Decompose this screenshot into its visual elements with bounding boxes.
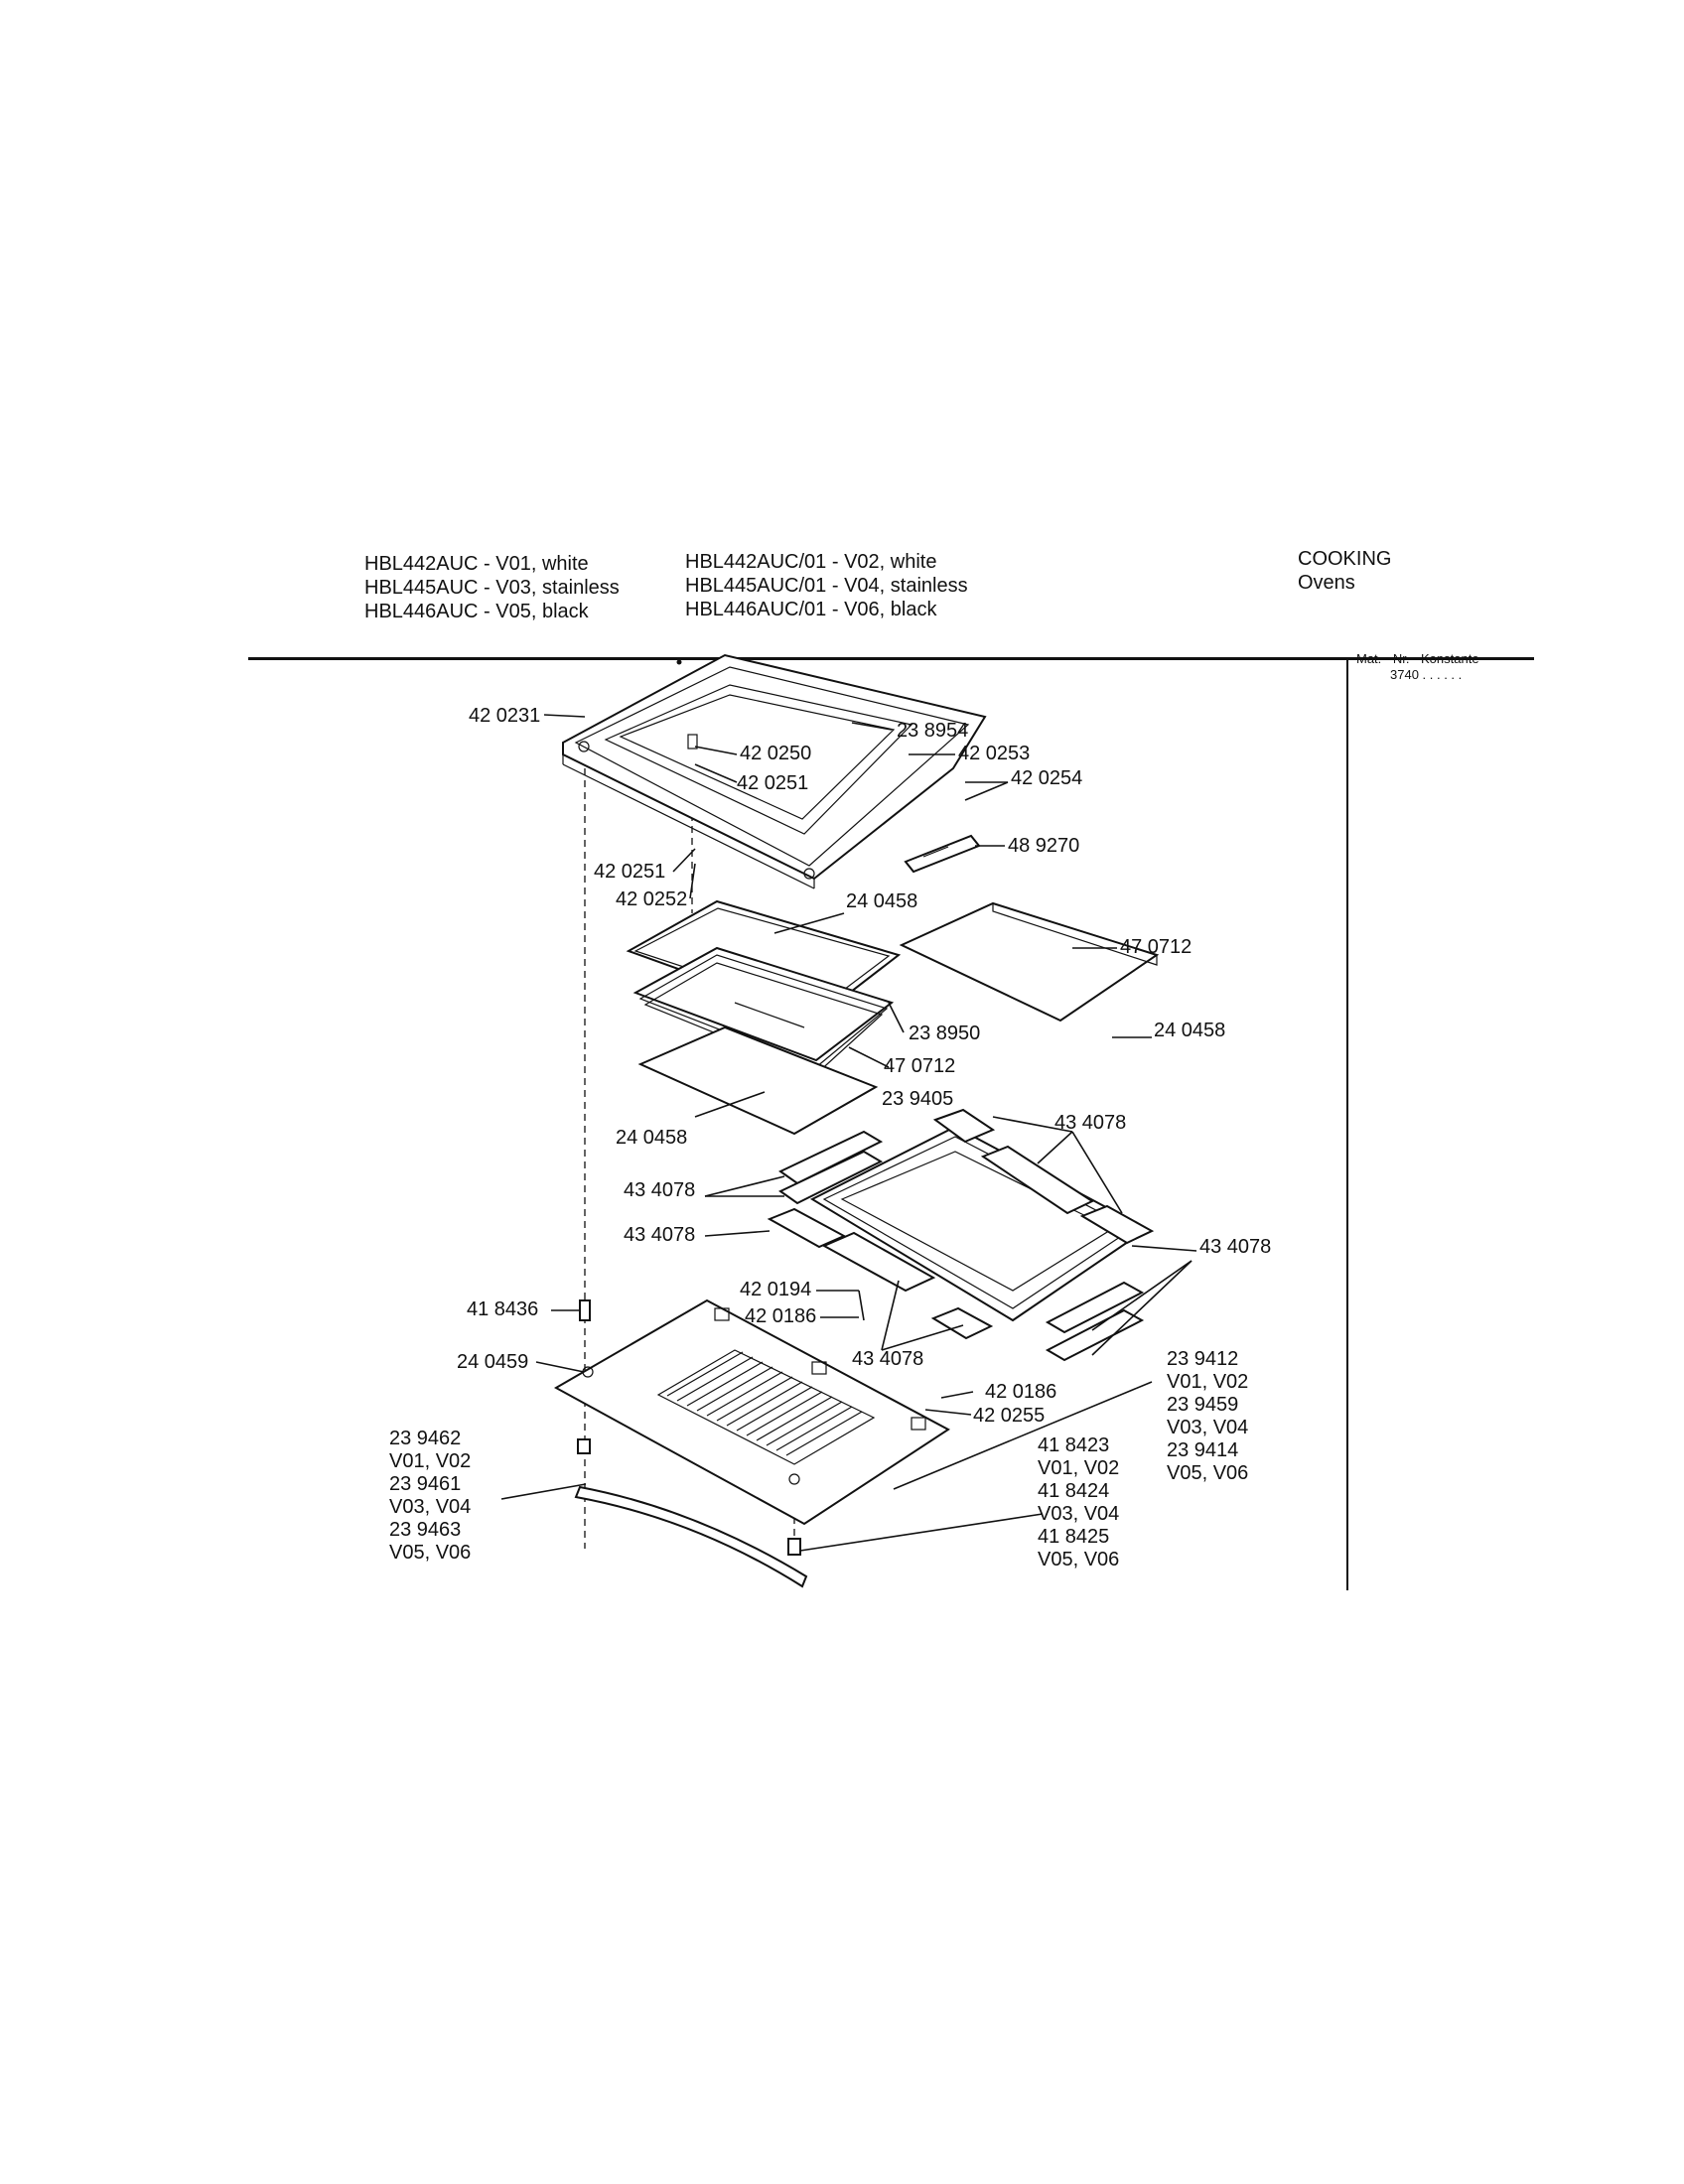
variant-label: V01, V02 — [1167, 1371, 1248, 1393]
part-label: 23 9461 — [389, 1473, 461, 1495]
label-group-right: 23 9412 V01, V02 23 9459 V03, V04 23 941… — [1167, 1348, 1248, 1484]
part-label: 24 0458 — [1154, 1020, 1225, 1041]
margin-rule — [1346, 657, 1348, 1590]
part-label: 42 0186 — [985, 1381, 1056, 1403]
part-label: 42 0253 — [958, 743, 1030, 764]
variant-label: V05, V06 — [1038, 1549, 1119, 1570]
model-line: HBL442AUC/01 - V02, white — [685, 551, 937, 573]
part-label: 42 0252 — [616, 888, 687, 910]
part-label: 42 0255 — [973, 1405, 1045, 1427]
mat-nr-value: 3740 . . . . . . — [1390, 667, 1463, 682]
part-label: 24 0458 — [616, 1127, 687, 1149]
models-right: HBL442AUC/01 - V02, white HBL445AUC/01 -… — [685, 550, 968, 621]
part-label: 24 0459 — [457, 1351, 528, 1373]
foot-left — [577, 1438, 591, 1454]
part-label: 48 9270 — [1008, 835, 1079, 857]
variant-label: V01, V02 — [389, 1450, 471, 1472]
model-line: HBL446AUC - V05, black — [364, 601, 589, 622]
part-label: 42 0254 — [1011, 767, 1082, 789]
part-label: 47 0712 — [884, 1055, 955, 1077]
variant-label: V05, V06 — [1167, 1462, 1248, 1484]
label-group-left: 23 9462 V01, V02 23 9461 V03, V04 23 946… — [389, 1428, 471, 1564]
part-label: 23 9405 — [882, 1088, 953, 1110]
part-label: 42 0186 — [745, 1305, 816, 1327]
part-label: 42 0250 — [740, 743, 811, 764]
top-cover-tray — [562, 653, 987, 889]
part-label: 23 9459 — [1167, 1394, 1238, 1416]
handle-strip — [574, 1485, 808, 1588]
part-label: 23 9412 — [1167, 1348, 1238, 1370]
part-label: 41 8423 — [1038, 1434, 1109, 1456]
part-label: 43 4078 — [624, 1224, 695, 1246]
variant-label: V05, V06 — [389, 1542, 471, 1564]
part-label: 23 9463 — [389, 1519, 461, 1541]
part-label: 42 0194 — [740, 1279, 811, 1300]
grille — [666, 1351, 863, 1456]
part-label: 43 4078 — [624, 1179, 695, 1201]
screw-418436 — [579, 1299, 591, 1321]
model-line: HBL445AUC - V03, stainless — [364, 577, 620, 599]
model-line: HBL445AUC/01 - V04, stainless — [685, 575, 968, 597]
part-label: 43 4078 — [852, 1348, 923, 1370]
material-number: Mat. - Nr. - Konstante 3740 . . . . . . — [1356, 651, 1479, 683]
part-label: 43 4078 — [1199, 1236, 1271, 1258]
model-line: HBL446AUC/01 - V06, black — [685, 599, 937, 620]
leader-lines — [500, 714, 1197, 1552]
variant-label: V01, V02 — [1038, 1457, 1119, 1479]
latch-part — [904, 834, 981, 874]
part-label: 43 4078 — [1054, 1112, 1126, 1134]
part-label: 23 8954 — [897, 720, 968, 742]
insulation-blocks — [767, 1108, 1155, 1362]
part-label: 42 0231 — [469, 705, 540, 727]
part-label: 42 0251 — [594, 861, 665, 883]
part-label: 41 8436 — [467, 1298, 538, 1320]
part-label: 47 0712 — [1120, 936, 1192, 958]
variant-label: V03, V04 — [389, 1496, 471, 1518]
foot-right — [787, 1538, 801, 1556]
category-block: COOKING Ovens — [1298, 547, 1391, 595]
part-label: 41 8425 — [1038, 1526, 1109, 1548]
part-label: 42 0251 — [737, 772, 808, 794]
subcategory-title: Ovens — [1298, 572, 1355, 594]
label-group-mid: 41 8423 V01, V02 41 8424 V03, V04 41 842… — [1038, 1434, 1119, 1570]
part-labels: 42 0231 23 8954 42 0250 42 0251 42 0253 … — [457, 705, 1271, 1427]
category-title: COOKING — [1298, 548, 1392, 570]
glass-panel-lower — [637, 1025, 879, 1136]
part-label: 23 9462 — [389, 1428, 461, 1449]
glass-panel-right — [899, 901, 1160, 1023]
part-label: 41 8424 — [1038, 1480, 1109, 1502]
part-label: 24 0458 — [846, 890, 917, 912]
model-line: HBL442AUC - V01, white — [364, 553, 589, 575]
mat-nr-label: Mat. - Nr. - Konstante — [1356, 651, 1479, 666]
header-rule — [248, 657, 1534, 660]
variant-label: V03, V04 — [1038, 1503, 1119, 1525]
part-label: 23 9414 — [1167, 1439, 1238, 1461]
bottom-plate — [553, 1298, 950, 1526]
part-label: 23 8950 — [909, 1023, 980, 1044]
variant-label: V03, V04 — [1167, 1417, 1248, 1438]
models-left: HBL442AUC - V01, white HBL445AUC - V03, … — [364, 552, 620, 623]
